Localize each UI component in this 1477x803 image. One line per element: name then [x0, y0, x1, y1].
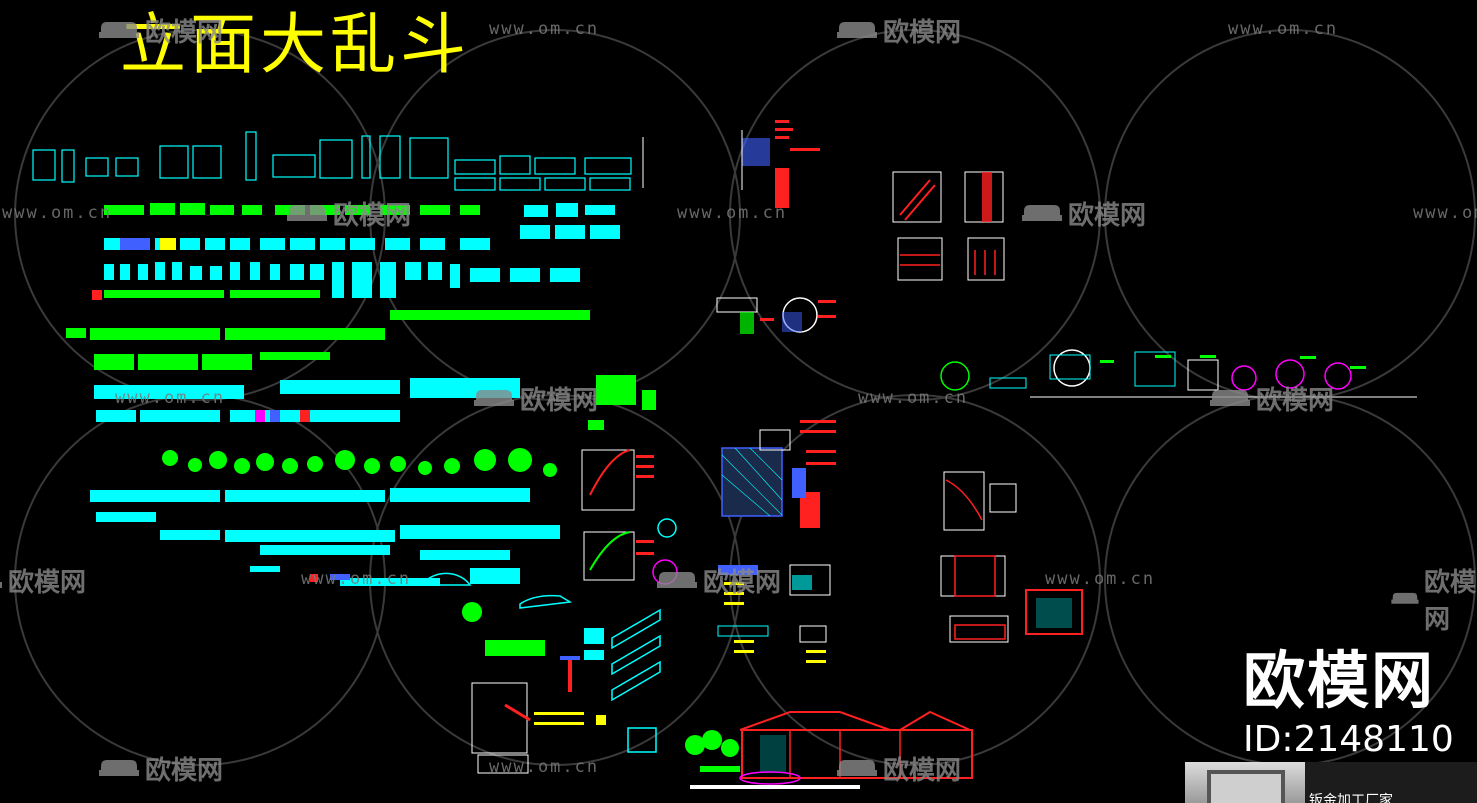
model-id-label: ID:2148110 — [1243, 719, 1454, 760]
sheet-metal-product-icon — [1207, 770, 1285, 803]
wall-section-details — [716, 120, 836, 663]
drawing-title: 立面大乱斗 — [120, 6, 470, 83]
sofa-logo-icon — [0, 577, 2, 588]
watermark-logo: 欧模网 — [97, 750, 223, 787]
watermark-logo: 欧模网 — [0, 562, 86, 599]
watermark-url: www.om.cn — [489, 757, 600, 777]
watermark-url: www.om.cn — [677, 203, 788, 223]
ad-thumbnail[interactable] — [1185, 762, 1305, 803]
sofa-logo-icon — [99, 759, 139, 780]
watermark-url: www.om.cn — [1045, 569, 1156, 589]
watermark-url: www.om.cn — [1413, 203, 1477, 223]
door-elevation-details — [940, 471, 1083, 643]
ad-label[interactable]: 钣金加工厂家 — [1309, 793, 1393, 803]
watermark-url: www.om.cn — [2, 203, 113, 223]
pavilion-elevation — [685, 710, 973, 789]
watermark-url: www.om.cn — [858, 388, 969, 408]
sofa-logo-icon — [1022, 204, 1062, 225]
ad-banner[interactable]: 钣金加工厂家 — [1185, 762, 1477, 803]
watermark-url: www.om.cn — [301, 569, 412, 589]
sofa-logo-icon — [1210, 389, 1250, 410]
watermark-logo: 欧模网 — [1208, 380, 1334, 417]
brand-name: 欧模网 — [1243, 644, 1436, 717]
watermark-logo: 欧模网 — [835, 12, 961, 49]
watermark-url: www.om.cn — [115, 388, 226, 408]
plant-elevation-block — [90, 448, 604, 660]
watermark-url: www.om.cn — [489, 19, 600, 39]
railing-elevations — [611, 608, 661, 702]
ceiling-detail-strip — [940, 349, 1417, 398]
watermark-logo: 欧模网 — [1390, 562, 1477, 636]
sofa-logo-icon — [837, 21, 877, 42]
watermark-logo: 欧模网 — [835, 750, 961, 787]
watermark-logo: 欧模网 — [1020, 195, 1146, 232]
sofa-logo-icon — [99, 21, 139, 42]
furniture-elevation-block — [32, 131, 656, 430]
watermark-url: www.om.cn — [1228, 19, 1339, 39]
watermark-logo: 欧模网 — [285, 195, 411, 232]
sofa-logo-icon — [837, 759, 877, 780]
stair-section-details — [471, 449, 678, 774]
watermark-logo: 欧模网 — [97, 12, 223, 49]
watermark-logo: 欧模网 — [472, 380, 598, 417]
sofa-logo-icon — [657, 571, 697, 592]
sofa-logo-icon — [287, 204, 327, 225]
stair-plan-details — [892, 171, 1005, 281]
sofa-logo-icon — [1391, 592, 1419, 607]
watermark-logo: 欧模网 — [655, 562, 781, 599]
sofa-logo-icon — [474, 389, 514, 410]
